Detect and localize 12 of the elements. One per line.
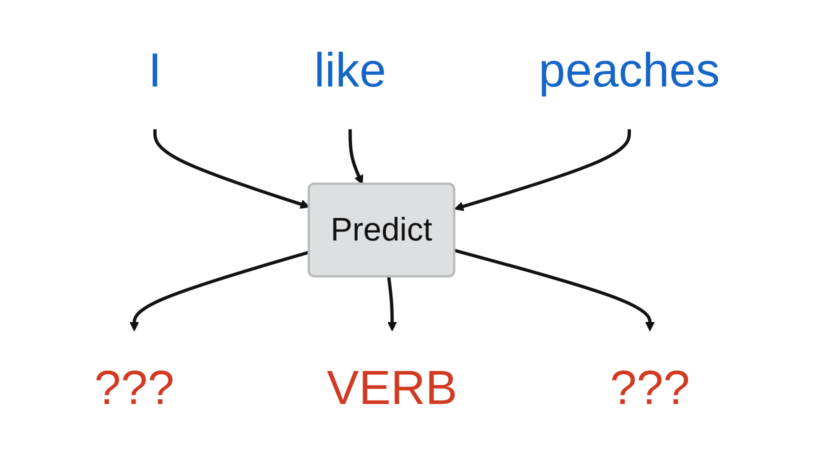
arrow [387, 276, 398, 332]
arrow [454, 129, 632, 212]
node-text: ??? [610, 361, 690, 415]
node-text: peaches [539, 44, 720, 98]
arrow [154, 129, 310, 209]
node-text: like [314, 44, 387, 98]
node-text: VERB [327, 361, 458, 415]
node-text: I [148, 44, 162, 98]
node-text: ??? [94, 361, 175, 415]
arrow [130, 250, 310, 332]
arrow [454, 248, 656, 332]
arrow [348, 129, 364, 185]
